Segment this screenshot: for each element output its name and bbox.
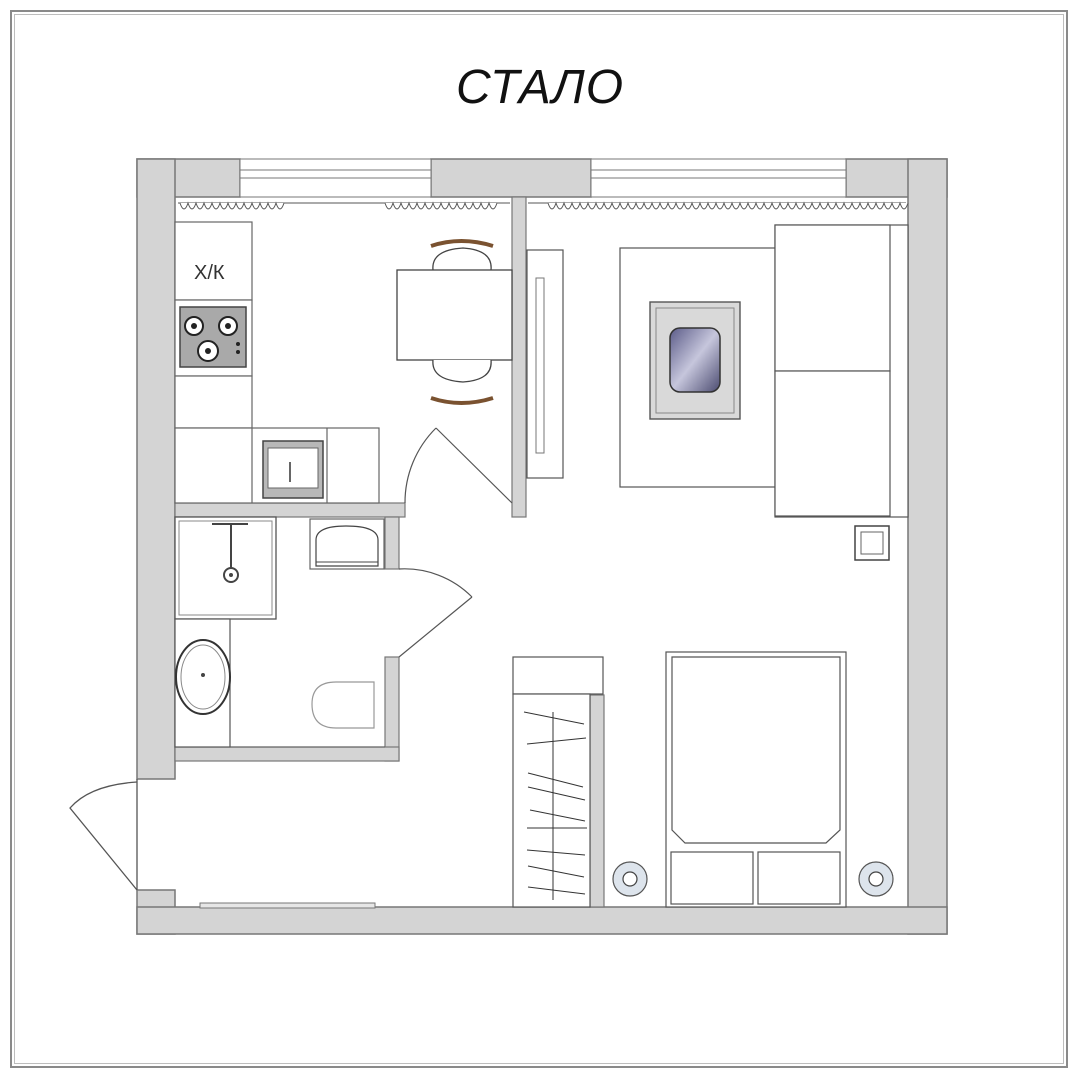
lamp-icon (854, 525, 890, 561)
window-bottom (199, 902, 376, 909)
plan-title: СТАЛО (455, 61, 625, 114)
shower-icon (212, 523, 248, 583)
partition-bath-right-bottom (384, 656, 400, 762)
kitchen-cabinet (174, 375, 253, 429)
wall-top-middle (430, 158, 592, 198)
sink-icon (262, 440, 324, 499)
outer-walls (136, 158, 948, 935)
pillow-left (670, 851, 754, 905)
fridge (174, 221, 253, 301)
bathroom (174, 516, 473, 748)
door-swing-icon (398, 568, 473, 658)
partition-kitchen-bath (174, 502, 406, 518)
wall-right (907, 158, 948, 935)
nightstand-right (858, 861, 894, 897)
dining-table (396, 269, 513, 361)
tv-stand (526, 249, 564, 479)
entrance-door (69, 779, 138, 891)
fridge-label: Х/К (194, 262, 225, 284)
wardrobe (512, 656, 604, 908)
bathtub-icon (175, 639, 231, 715)
toilet-icon (311, 681, 375, 729)
wall-bottom (136, 906, 948, 935)
wall-left (136, 158, 176, 780)
stove-icon (179, 306, 247, 368)
door-swing-icon (404, 427, 513, 504)
chair-bottom (432, 359, 492, 383)
tv-icon (535, 277, 545, 454)
partition-kitchen-living (511, 196, 527, 518)
interior-walls (174, 196, 605, 908)
chair-top (432, 247, 492, 271)
partition-bath-right-top (384, 516, 400, 570)
dining-set (396, 239, 513, 405)
sofa (774, 224, 909, 518)
outer-frame (10, 10, 1068, 1068)
curtain-icon (178, 201, 909, 210)
partition-wardrobe (589, 694, 605, 908)
bed (665, 651, 847, 908)
living-room (526, 224, 909, 561)
nightstand-left (612, 861, 648, 897)
partition-bath-bottom (174, 746, 400, 762)
shower-tray (174, 516, 277, 620)
washing-machine-icon (309, 518, 385, 570)
windows (199, 158, 847, 909)
pillow-right (757, 851, 841, 905)
coffee-table (649, 301, 741, 420)
